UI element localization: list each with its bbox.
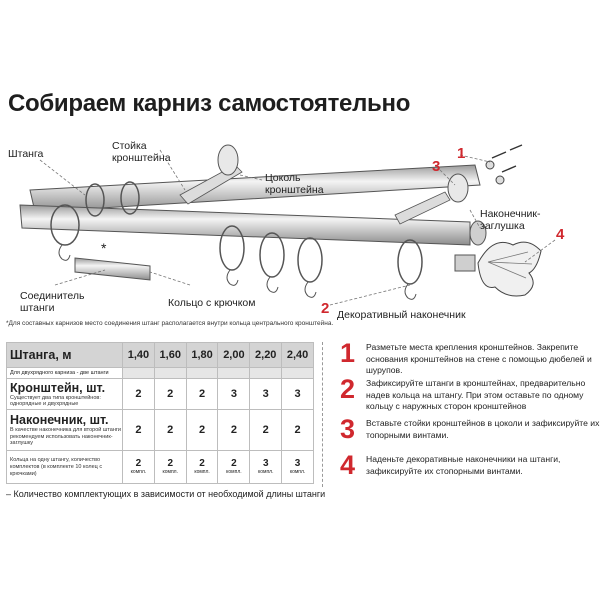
step-text: Вставьте стойки кронштейнов в цоколи и з…: [366, 418, 600, 440]
row-head-endcap: Наконечник, шт. В качестве наконечника д…: [6, 409, 123, 451]
step-number: 1: [340, 338, 356, 368]
row-head-bracket: Кронштейн, шт. Существует два типа кронш…: [6, 378, 123, 410]
label-dekor: Декоративный наконечник: [337, 309, 466, 321]
length-cell: 2,40: [281, 342, 314, 368]
row-note: В качестве наконечника для второй штанги…: [10, 427, 121, 447]
rod-connector: [74, 257, 151, 281]
table-header-row: Штанга, м 1,40 1,60 1,80 2,00 2,20 2,40: [6, 342, 314, 368]
table-cell: 3: [217, 378, 251, 410]
step-number: 4: [340, 450, 356, 480]
rod-front: [19, 204, 471, 246]
table-row: Кронштейн, шт. Существует два типа кронш…: [6, 378, 314, 410]
table-cell: 3: [281, 378, 314, 410]
table-cell: 2: [153, 409, 187, 451]
label-nakonechnik-zaglushka: Наконечник- заглушка: [480, 208, 541, 232]
footnote: *Для составных карнизов место соединения…: [6, 320, 334, 327]
callout-1: 1: [457, 145, 466, 162]
length-cell: 1,80: [185, 342, 219, 368]
row-note: Кольца на одну штангу, количество компле…: [10, 456, 103, 477]
table-cell: 2: [122, 409, 155, 451]
bracket-base: [217, 144, 239, 176]
star-marker: *: [101, 240, 107, 256]
bracket-parts: [485, 144, 523, 185]
table-row: Кольца на одну штангу, количество компле…: [6, 450, 314, 484]
bracket-base-right: [447, 173, 469, 203]
row-note: Существует два типа кронштейнов: одноряд…: [10, 394, 101, 408]
step-number: 3: [340, 414, 356, 444]
table-cell: 2: [217, 409, 251, 451]
row-head-rings: Кольца на одну штангу, количество компле…: [6, 450, 123, 484]
step-text: Зафиксируйте штанги в кронштейнах, предв…: [366, 378, 586, 411]
length-cell: 2,00: [217, 342, 251, 368]
table-cell: 3: [249, 378, 283, 410]
table-header-label: Штанга, м: [6, 342, 123, 368]
rod-back: [29, 164, 481, 213]
column-divider: [322, 342, 323, 487]
page-title: Собираем карниз самостоятельно: [8, 90, 411, 117]
row-title: Наконечник, шт.: [10, 413, 109, 428]
label-soedinitel: Соединитель штанги: [20, 290, 85, 314]
table-cell: 2: [281, 409, 314, 451]
curtain-rod-illustration: [19, 144, 556, 306]
step-number: 2: [340, 374, 356, 404]
bracket-stand-right: [394, 191, 451, 225]
label-koltso: Кольцо с крючком: [168, 297, 256, 309]
table-subheader-row: Для двухрядного карниза - две штанги: [6, 367, 314, 379]
callout-4: 4: [556, 226, 565, 243]
callout-3: 3: [432, 158, 441, 175]
table-cell: 2: [249, 409, 283, 451]
table-cell: 2: [185, 378, 219, 410]
label-shtanga: Штанга: [8, 148, 44, 160]
label-stoyka: Стойка кронштейна: [112, 140, 171, 164]
spec-table: Штанга, м 1,40 1,60 1,80 2,00 2,20 2,40 …: [6, 342, 314, 484]
table-cell: 2: [185, 409, 219, 451]
end-cap: [469, 220, 487, 246]
callout-2: 2: [321, 300, 330, 317]
length-cell: 1,40: [122, 342, 155, 368]
step-text: Разметьте места крепления кронштейнов. З…: [366, 342, 592, 375]
table-row: Наконечник, шт. В качестве наконечника д…: [6, 409, 314, 451]
label-tsokol: Цоколь кронштейна: [265, 172, 324, 196]
footer-note: – Количество комплектующих в зависимости…: [6, 489, 326, 499]
row-title: Кронштейн, шт.: [10, 380, 106, 395]
leader-lines: [39, 149, 556, 306]
table-cell: 2: [122, 378, 155, 410]
length-cell: 2,20: [249, 342, 283, 368]
length-cell: 1,60: [153, 342, 187, 368]
decorative-finial: [454, 241, 542, 297]
table-cell: 2: [153, 378, 187, 410]
step-text: Наденьте декоративные наконечники на шта…: [366, 454, 561, 476]
rings: [50, 181, 423, 285]
hooks: [58, 244, 417, 300]
table-subheader: Для двухрядного карниза - две штанги: [6, 367, 123, 379]
